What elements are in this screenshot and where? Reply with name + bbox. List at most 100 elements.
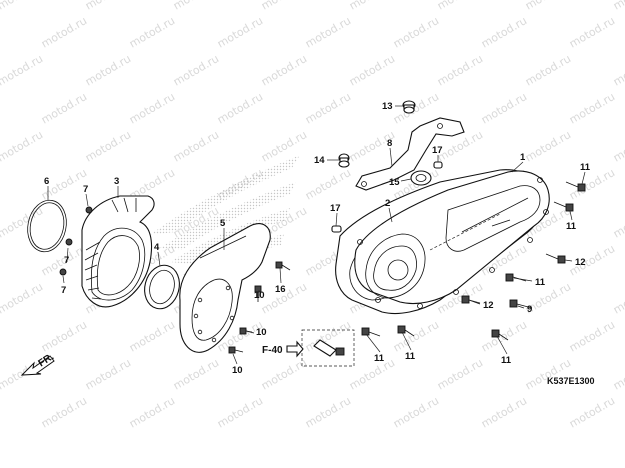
callout-16: 16 (275, 284, 286, 295)
bolt-part-11-f (491, 329, 509, 341)
watermark-text: motod.ru (0, 90, 1, 126)
watermark-text: motod.ru (611, 280, 625, 316)
watermark-text: motod.ru (259, 128, 309, 164)
callout-7a: 7 (83, 184, 88, 195)
callout-2: 2 (385, 198, 390, 209)
grommet-part-13 (402, 100, 416, 114)
bolt-part-11-e (397, 325, 415, 337)
callout-11a: 11 (580, 162, 591, 173)
watermark-text: motod.ru (479, 14, 529, 50)
watermark-text: motod.ru (303, 90, 353, 126)
watermark-text: motod.ru (611, 128, 625, 164)
callout-10c: 10 (232, 365, 243, 376)
dowel-pin-part-17-lower (331, 225, 342, 233)
watermark-text: motod.ru (127, 90, 177, 126)
watermark-text: motod.ru (611, 356, 625, 392)
callout-12b: 12 (483, 300, 494, 311)
watermark-text: motod.ru (303, 394, 353, 430)
watermark-text: motod.ru (171, 0, 221, 13)
bolt-part-10-a (254, 285, 262, 302)
bracket-part-8 (355, 117, 465, 191)
callout-17b: 17 (330, 203, 341, 214)
seal-ring-part-4 (144, 264, 180, 310)
bolt-part-10-c (228, 346, 244, 354)
watermark-text: motod.ru (435, 0, 485, 13)
watermark-text: motod.ru (347, 356, 397, 392)
watermark-text: motod.ru (39, 14, 89, 50)
callout-7c: 7 (61, 285, 66, 296)
callout-5: 5 (220, 218, 226, 229)
watermark-text: motod.ru (215, 14, 265, 50)
watermark-text: motod.ru (171, 128, 221, 164)
watermark-text: motod.ru (523, 0, 573, 13)
callout-11f: 11 (501, 355, 512, 366)
watermark-text: motod.ru (0, 242, 1, 278)
callout-11e: 11 (405, 351, 416, 362)
watermark-text: motod.ru (435, 52, 485, 88)
watermark-text: motod.ru (39, 394, 89, 430)
watermark-text: motod.ru (611, 204, 625, 240)
watermark-text: motod.ru (391, 14, 441, 50)
watermark-text: motod.ru (215, 394, 265, 430)
watermark-text: motod.ru (567, 394, 617, 430)
bolt-part-7-b (65, 238, 73, 246)
watermark-text: motod.ru (0, 204, 45, 240)
callout-11d: 11 (374, 353, 385, 364)
watermark-text: motod.ru (127, 318, 177, 354)
watermark-text: motod.ru (83, 0, 133, 13)
watermark-text: motod.ru (611, 52, 625, 88)
watermark-text: motod.ru (215, 90, 265, 126)
watermark-text: motod.ru (611, 0, 625, 13)
callout-8: 8 (387, 138, 392, 149)
watermark-text: motod.ru (0, 166, 1, 202)
inner-cover-part-5 (179, 223, 271, 353)
watermark-text: motod.ru (0, 0, 45, 13)
watermark-text: motod.ru (0, 394, 1, 430)
callout-labels: 1 2 3 4 5 6 7 7 7 8 9 10 10 10 11 11 11 … (44, 101, 591, 376)
watermark-text: motod.ru (567, 90, 617, 126)
callout-14: 14 (314, 155, 325, 166)
callout-15: 15 (389, 177, 400, 188)
callout-3: 3 (114, 176, 119, 187)
watermark-text: motod.ru (523, 128, 573, 164)
bolt-part-11-a (565, 181, 586, 192)
watermark-text: motod.ru (435, 356, 485, 392)
o-ring-part-6 (27, 199, 67, 253)
callout-10b: 10 (256, 327, 267, 338)
callout-4: 4 (154, 242, 160, 253)
bolt-part-12-a (545, 253, 566, 264)
callout-1: 1 (520, 152, 526, 163)
watermark-text: motod.ru (479, 394, 529, 430)
leader-lines (47, 105, 586, 365)
fan-cover-part-3 (81, 195, 155, 308)
bolt-part-11-b (553, 201, 574, 212)
watermark-text: motod.ru (127, 394, 177, 430)
bolt-part-7-a (85, 206, 93, 214)
bolt-part-16 (275, 261, 291, 271)
watermark-text: motod.ru (567, 166, 617, 202)
bolt-part-9 (509, 299, 533, 309)
watermark-text: motod.ru (127, 14, 177, 50)
callout-11b: 11 (566, 221, 577, 232)
watermark-text: motod.ru (0, 128, 45, 164)
watermark-text: motod.ru (0, 14, 1, 50)
callout-10a: 10 (254, 290, 265, 301)
watermark-text: motod.ru (567, 14, 617, 50)
callout-11c: 11 (535, 277, 546, 288)
watermark-text: motod.ru (39, 318, 89, 354)
watermark-text: motod.ru (83, 356, 133, 392)
watermark-text: motod.ru (523, 52, 573, 88)
watermark-text: motod.ru (259, 52, 309, 88)
watermark-text: motod.ru (303, 166, 353, 202)
watermark-text: motod.ru (0, 318, 1, 354)
bolt-part-11-d (361, 327, 381, 337)
callout-12a: 12 (575, 257, 586, 268)
reference-label-f40: F-40 (262, 345, 283, 356)
watermark-text: motod.ru (303, 14, 353, 50)
reference-box-f40 (286, 329, 355, 367)
watermark-text: motod.ru (259, 356, 309, 392)
dowel-pin-part-17-upper (433, 161, 443, 169)
grommet-part-14 (338, 153, 350, 168)
callout-9: 9 (527, 304, 532, 315)
watermark-text: motod.ru (567, 318, 617, 354)
